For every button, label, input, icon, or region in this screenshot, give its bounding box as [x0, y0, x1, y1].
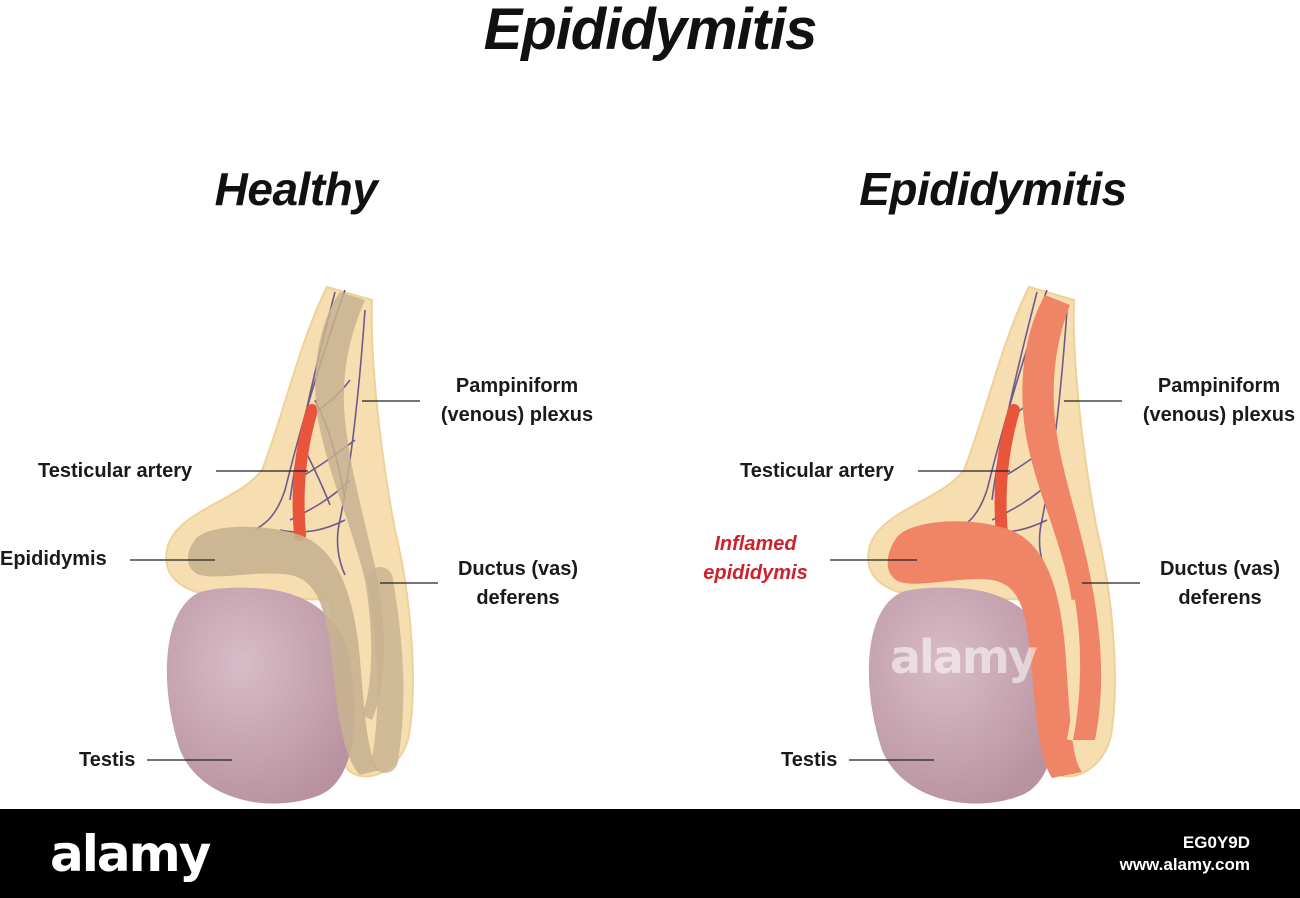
- footer-bar: alamy EG0Y9D www.alamy.com: [0, 809, 1300, 898]
- inflamed-ductus-label-line1: Ductus (vas): [1159, 558, 1281, 580]
- healthy-testis-label: Testis: [79, 749, 136, 771]
- healthy-plexus-label-line2: (venous) plexus: [440, 404, 594, 426]
- healthy-ductus-label-line2: deferens: [476, 587, 560, 609]
- epididymitis-diagram: [867, 285, 1116, 804]
- healthy-ductus-label-line1: Ductus (vas): [457, 558, 579, 580]
- inflamed-epididymis: [887, 521, 1082, 778]
- inflamed-plexus-label-line2: (venous) plexus: [1142, 404, 1296, 426]
- page-title: Epididymitis: [483, 0, 818, 62]
- inflamed-testis: [868, 587, 1057, 804]
- inflamed-testis-label: Testis: [781, 749, 838, 771]
- inflamed-ductus-deferens: [1022, 295, 1102, 740]
- inflamed-plexus-label: Pampiniform (venous) plexus: [1138, 372, 1300, 430]
- inflamed-artery-label: Testicular artery: [740, 460, 895, 482]
- healthy-artery-label: Testicular artery: [38, 460, 193, 482]
- healthy-ductus-deferens: [315, 292, 384, 720]
- inflamed-ductus-label: Ductus (vas) deferens: [1154, 555, 1286, 613]
- inflamed-leader-lines: [830, 400, 1140, 761]
- watermark: alamy: [890, 630, 1038, 684]
- healthy-epididymis-label: Epididymis: [0, 548, 107, 570]
- healthy-testis: [166, 587, 355, 804]
- healthy-diagram: [165, 285, 414, 804]
- healthy-plexus-label: Pampiniform (venous) plexus: [436, 372, 598, 430]
- inflamed-epididymis-label-line2: epididymis: [703, 562, 808, 584]
- inflamed-epididymis-label: Inflamed epididymis: [688, 530, 823, 588]
- inflamed-epididymis-label-line1: Inflamed: [714, 533, 797, 555]
- panel-heading-healthy: Healthy: [214, 163, 378, 215]
- footer-logo: alamy: [50, 825, 211, 883]
- panel-heading-epididymitis: Epididymitis: [859, 163, 1127, 215]
- footer-image-id: EG0Y9D: [1182, 833, 1250, 852]
- healthy-plexus-label-line1: Pampiniform: [455, 375, 579, 397]
- healthy-epididymis: [188, 526, 380, 775]
- healthy-leader-lines: [130, 400, 438, 761]
- inflamed-plexus-label-line1: Pampiniform: [1157, 375, 1281, 397]
- healthy-ductus-label: Ductus (vas) deferens: [452, 555, 584, 613]
- footer-site: www.alamy.com: [1119, 855, 1250, 874]
- inflamed-ductus-label-line2: deferens: [1178, 587, 1262, 609]
